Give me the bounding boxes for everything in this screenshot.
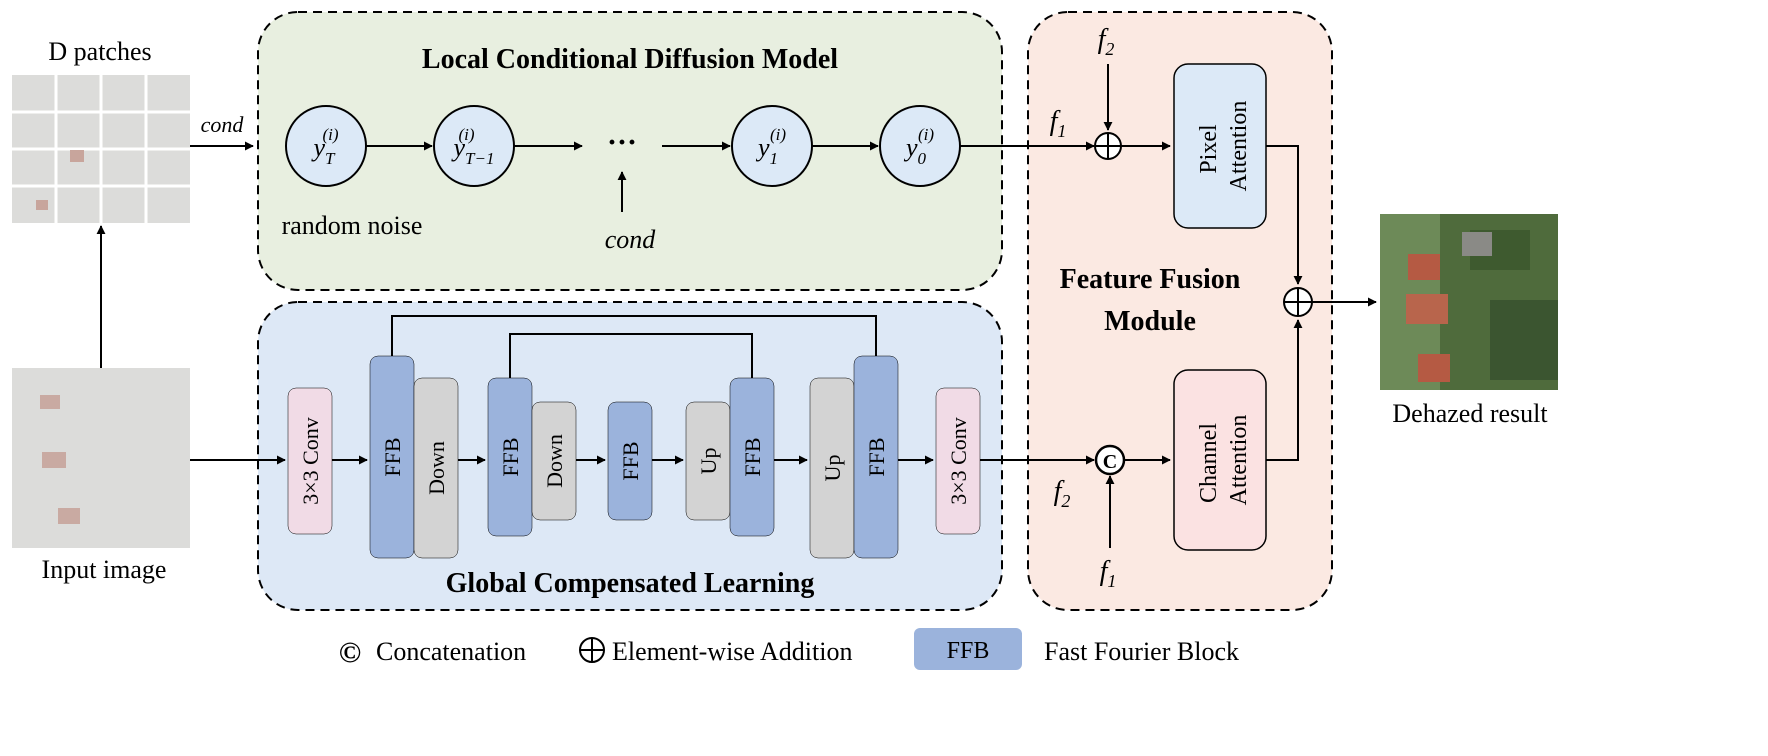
ffb-block-5 <box>853 355 899 559</box>
global-model-title: Global Compensated Learning <box>446 568 815 599</box>
legend-ffb-box <box>914 628 1022 670</box>
legend-add-symbol <box>579 637 605 663</box>
arrow-pixel-to-final-add <box>1266 145 1303 285</box>
add-node-top <box>1094 132 1122 160</box>
concat-node: C <box>1094 444 1126 476</box>
down-block-1 <box>413 377 459 559</box>
ffb-block-2-label: FFB <box>498 437 523 476</box>
skip-connection-outer <box>391 315 877 356</box>
ffb-block-1-label: FFB <box>380 437 405 476</box>
node-y1 <box>731 105 813 187</box>
legend: © Concatenation Element-wise Addition FF… <box>339 628 1239 670</box>
legend-add-label: Element-wise Addition <box>612 637 852 666</box>
conv-block-2-label: 3×3 Conv <box>946 417 971 505</box>
ffb-block-4 <box>729 377 775 537</box>
f2-label-top: f2 <box>1098 24 1115 59</box>
legend-concat-label: Concatenation <box>376 637 526 666</box>
node-y1-label: y1(i) <box>755 125 786 168</box>
legend-ffb-box-label: FFB <box>947 638 990 664</box>
svg-text:C: C <box>1103 451 1117 473</box>
add-node-final <box>1283 287 1313 317</box>
ffb-block-3-label: FFB <box>618 441 643 480</box>
local-model-title: Local Conditional Diffusion Model <box>422 44 838 75</box>
cond-label-left: cond <box>201 112 245 137</box>
up-block-2-label: Up <box>820 455 845 482</box>
d-patches-label: D patches <box>48 37 151 66</box>
node-yT <box>285 105 367 187</box>
ellipsis: ··· <box>607 126 637 159</box>
conv-block-1-label: 3×3 Conv <box>298 417 323 505</box>
ffb-block-4-label: FFB <box>740 437 765 476</box>
node-yT-label: yT(i) <box>310 125 338 168</box>
input-image-label: Input image <box>42 555 167 584</box>
input-image <box>12 368 190 548</box>
f1-label-bottom: f1 <box>1100 556 1117 591</box>
random-noise-label: random noise <box>282 211 423 240</box>
legend-concat-symbol: © <box>339 636 361 669</box>
ffb-block-5-label: FFB <box>864 437 889 476</box>
channel-attention-label: Channel Attention <box>1196 415 1252 506</box>
node-y0-label: y0(i) <box>903 125 934 168</box>
fusion-title-line2: Module <box>1104 306 1196 337</box>
dehazed-image <box>1380 214 1558 390</box>
legend-ffb-desc: Fast Fourier Block <box>1044 637 1239 666</box>
pixel-attention-label: Pixel Attention <box>1196 101 1252 192</box>
local-model-panel <box>257 11 1003 291</box>
node-y0 <box>879 105 961 187</box>
d-patches-grid <box>12 75 190 223</box>
f2-label-mid: f2 <box>1054 476 1071 511</box>
fusion-title-line1: Feature Fusion <box>1060 264 1241 295</box>
node-yT-1-label: yT−1(i) <box>451 125 495 168</box>
down-block-2-label: Down <box>542 434 567 488</box>
cond-label-bottom: cond <box>605 225 657 254</box>
dehazed-result-label: Dehazed result <box>1392 399 1548 428</box>
down-block-1-label: Down <box>424 441 449 495</box>
arrow-channel-to-final-add <box>1266 319 1303 461</box>
skip-connection-inner <box>509 333 753 378</box>
f1-label-top: f1 <box>1050 106 1067 141</box>
up-block-1-label: Up <box>696 448 721 475</box>
node-yT-1 <box>433 105 515 187</box>
